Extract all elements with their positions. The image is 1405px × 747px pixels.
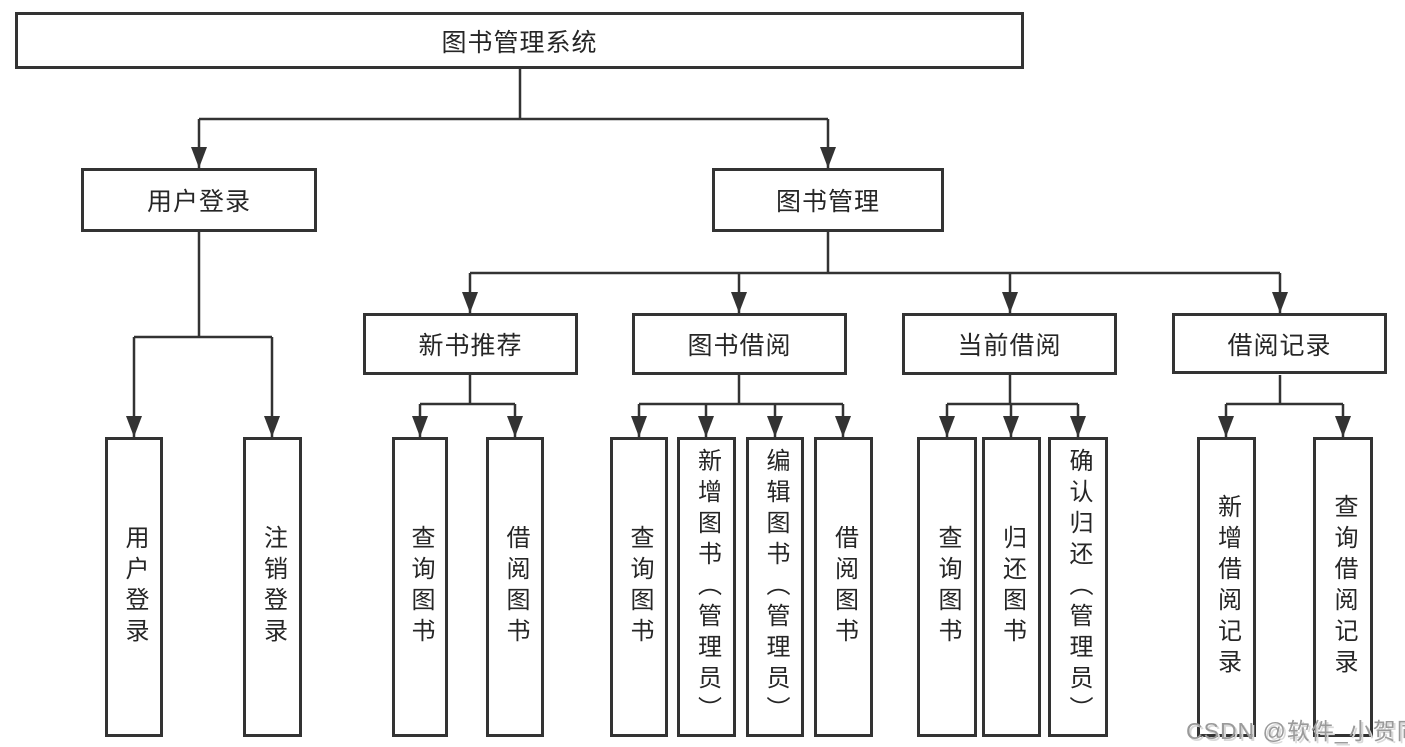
node-br-query-record: 查询借阅记录 (1313, 437, 1373, 737)
node-br-add-record: 新增借阅记录 (1197, 437, 1256, 737)
node-book-borrowing: 图书借阅 (632, 313, 847, 375)
node-cb-confirm-return-admin: 确认归还（管理员） (1048, 437, 1108, 737)
node-br-add-record-label: 新增借阅记录 (1213, 494, 1241, 680)
node-cb-query-book-label: 查询图书 (934, 525, 961, 649)
node-nb-borrow-book-label: 借阅图书 (502, 525, 529, 649)
node-cb-return-book-label: 归还图书 (998, 525, 1026, 649)
node-bb-query-book: 查询图书 (610, 437, 668, 737)
node-bb-borrow-book: 借阅图书 (814, 437, 873, 737)
node-nb-query-book-label: 查询图书 (407, 525, 434, 649)
node-root: 图书管理系统 (15, 12, 1024, 69)
node-bb-query-book-label: 查询图书 (626, 525, 653, 649)
node-new-book-recommend-label: 新书推荐 (418, 332, 523, 360)
node-cb-query-book: 查询图书 (917, 437, 977, 737)
node-user-login: 用户登录 (81, 168, 317, 232)
node-cb-confirm-return-admin-label: 确认归还（管理员） (1065, 447, 1092, 727)
node-current-borrowing: 当前借阅 (902, 313, 1117, 375)
node-bb-borrow-book-label: 借阅图书 (830, 525, 858, 649)
node-borrow-records-label: 借阅记录 (1227, 331, 1332, 360)
node-book-borrowing-label: 图书借阅 (687, 332, 792, 360)
node-book-management: 图书管理 (712, 168, 944, 232)
node-root-label: 图书管理系统 (441, 28, 598, 57)
node-br-query-record-label: 查询借阅记录 (1330, 494, 1357, 680)
node-cb-return-book: 归还图书 (982, 437, 1041, 737)
node-leaf-logout-label: 注销登录 (259, 525, 287, 649)
node-nb-query-book: 查询图书 (392, 437, 448, 737)
node-leaf-user-login: 用户登录 (105, 437, 163, 737)
node-bb-add-book-admin: 新增图书（管理员） (677, 437, 736, 737)
watermark: CSDN @软件_小贺同学 (1186, 718, 1405, 744)
node-book-management-label: 图书管理 (775, 188, 880, 216)
node-bb-add-book-admin-label: 新增图书（管理员） (693, 447, 721, 727)
node-new-book-recommend: 新书推荐 (363, 313, 578, 375)
node-leaf-user-login-label: 用户登录 (121, 525, 148, 649)
node-nb-borrow-book: 借阅图书 (486, 437, 544, 737)
node-user-login-label: 用户登录 (146, 188, 251, 216)
node-bb-edit-book-admin: 编辑图书（管理员） (746, 437, 804, 737)
node-leaf-logout: 注销登录 (243, 437, 302, 737)
node-current-borrowing-label: 当前借阅 (957, 332, 1062, 360)
node-borrow-records: 借阅记录 (1172, 313, 1387, 374)
node-bb-edit-book-admin-label: 编辑图书（管理员） (762, 447, 789, 727)
